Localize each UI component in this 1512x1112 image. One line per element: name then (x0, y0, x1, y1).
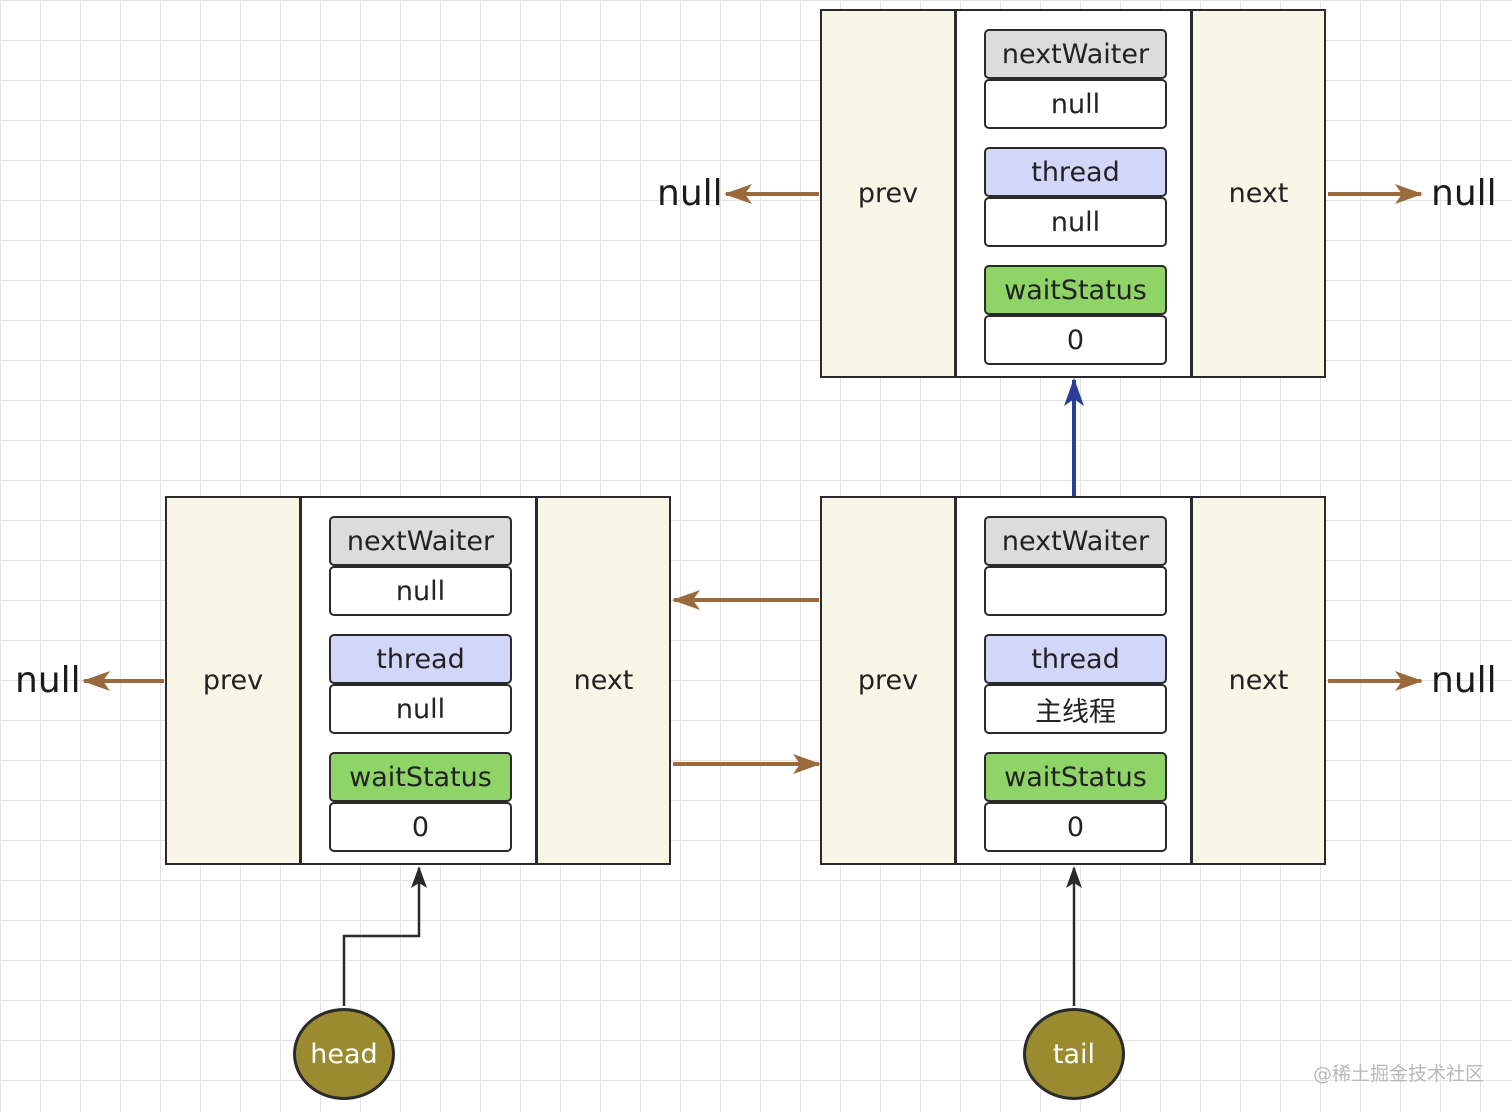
next-label: next (1228, 178, 1289, 209)
prev-label: prev (857, 665, 919, 696)
node-top-next-cell: next (1191, 9, 1326, 378)
next-waiter-value: null (984, 79, 1167, 129)
tail-pointer-label: tail (1052, 1038, 1096, 1070)
thread-label: thread (984, 634, 1167, 684)
null-label-top-right: null (1431, 173, 1497, 214)
null-label-bottom-right: null (1431, 660, 1497, 701)
prev-label: prev (857, 178, 919, 209)
node-top-fields: nextWaiter null thread null waitStatus 0 (955, 9, 1192, 378)
node-tail-prev-cell: prev (820, 496, 956, 865)
next-label: next (573, 665, 634, 696)
prev-label: prev (202, 665, 264, 696)
head-pointer: head (293, 1008, 395, 1100)
head-pointer-arrow (342, 866, 427, 1006)
node-tail: prev nextWaiter thread 主线程 waitStatus 0 … (820, 496, 1326, 865)
wait-status-label: waitStatus (329, 752, 512, 802)
node-tail-fields: nextWaiter thread 主线程 waitStatus 0 (955, 496, 1192, 865)
next-waiter-label: nextWaiter (984, 516, 1167, 566)
thread-label: thread (984, 147, 1167, 197)
wait-status-value: 0 (984, 802, 1167, 852)
next-waiter-value (984, 566, 1167, 616)
node-tail-next-cell: next (1191, 496, 1326, 865)
null-label-bottom-left: null (15, 660, 81, 701)
wait-status-label: waitStatus (984, 265, 1167, 315)
thread-value: 主线程 (984, 684, 1167, 734)
wait-status-value: 0 (329, 802, 512, 852)
wait-status-label: waitStatus (984, 752, 1167, 802)
next-label: next (1228, 665, 1289, 696)
thread-value: null (329, 684, 512, 734)
node-head-next-cell: next (536, 496, 671, 865)
next-waiter-label: nextWaiter (984, 29, 1167, 79)
node-head-prev-cell: prev (165, 496, 301, 865)
thread-label: thread (329, 634, 512, 684)
node-top: prev nextWaiter null thread null waitSta… (820, 9, 1326, 378)
wait-status-value: 0 (984, 315, 1167, 365)
next-waiter-label: nextWaiter (329, 516, 512, 566)
node-top-prev-cell: prev (820, 9, 956, 378)
next-waiter-value: null (329, 566, 512, 616)
node-head-fields: nextWaiter null thread null waitStatus 0 (300, 496, 537, 865)
thread-value: null (984, 197, 1167, 247)
null-label-top-left: null (657, 173, 723, 214)
tail-pointer: tail (1023, 1008, 1125, 1100)
watermark: @稀土掘金技术社区 (1312, 1063, 1484, 1085)
node-head: prev nextWaiter null thread null waitSta… (165, 496, 671, 865)
head-pointer-label: head (310, 1038, 378, 1070)
